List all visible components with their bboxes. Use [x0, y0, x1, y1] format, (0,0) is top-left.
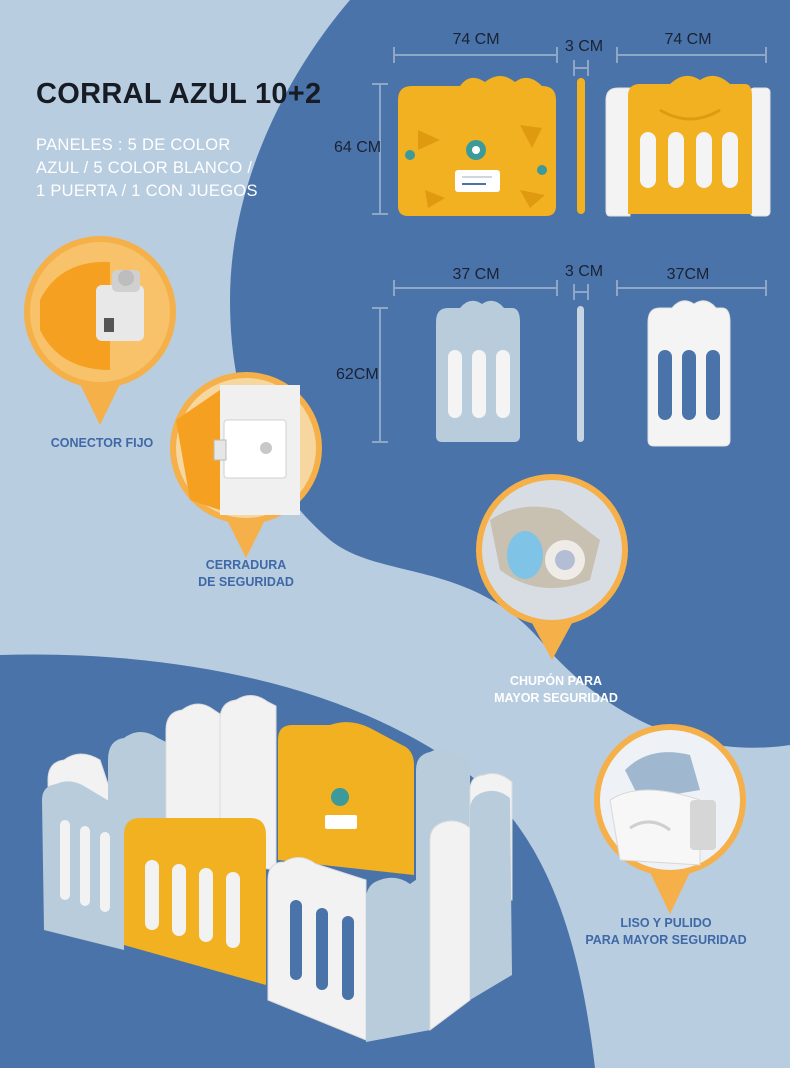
description-line: PANELES : 5 DE COLOR: [36, 136, 231, 154]
caption-fixed-connector: CONECTOR FIJO: [50, 436, 154, 450]
dimension-label-large-width: 74 CM: [664, 31, 712, 48]
dimension-label-large-height: 64 CM: [334, 139, 382, 156]
dimension-label-small-width: 37CM: [666, 266, 710, 283]
dimension-label-large-width: 74 CM: [452, 31, 500, 48]
page-title: CORRAL AZUL 10+2: [36, 78, 322, 110]
dimension-label-large-thickness: 3 CM: [564, 38, 604, 55]
caption-safety-lock: CERRADURA DE SEGURIDAD: [198, 558, 294, 589]
dimension-label-small-height: 62CM: [336, 366, 379, 383]
panel-description: PANELES : 5 DE COLOR AZUL / 5 COLOR BLAN…: [36, 134, 296, 203]
description-line: AZUL / 5 COLOR BLANCO /: [36, 159, 253, 177]
caption-smooth-finish: LISO Y PULIDO PARA MAYOR SEGURIDAD: [585, 916, 747, 947]
description-line: 1 PUERTA / 1 CON JUEGOS: [36, 182, 258, 200]
caption-suction-cup: CHUPÓN PARA MAYOR SEGURIDAD: [494, 674, 618, 705]
dimension-label-small-thickness: 3 CM: [564, 263, 604, 280]
dimension-label-small-width: 37 CM: [452, 266, 500, 283]
